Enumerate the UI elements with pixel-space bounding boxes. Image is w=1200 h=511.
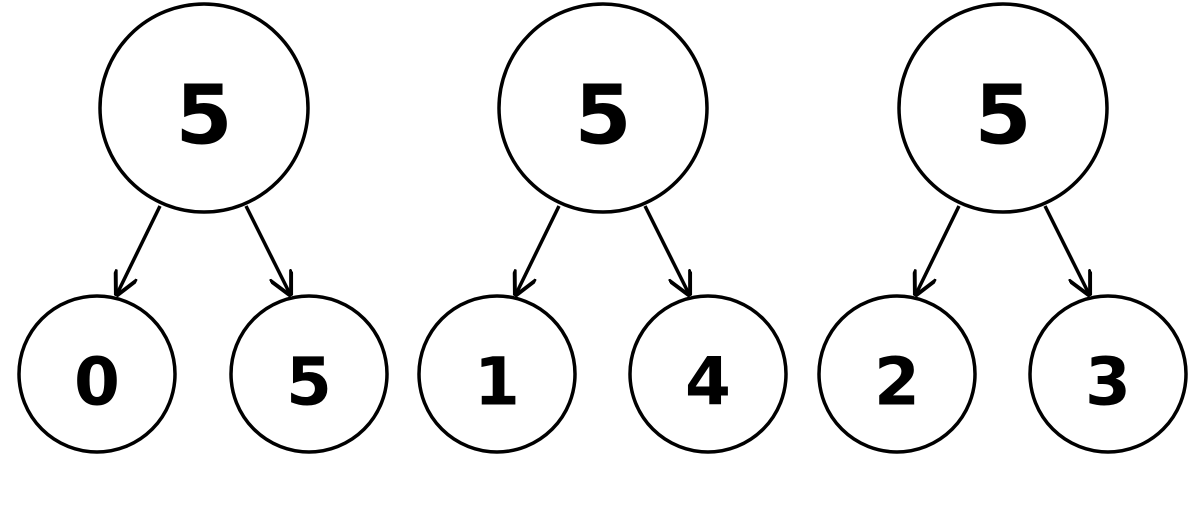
bond-3-part-right-label: 3 (1085, 344, 1131, 421)
bond-1-whole-label: 5 (175, 69, 232, 164)
bond-1-arrow-left (117, 205, 162, 294)
bond-2-arrow-left (516, 205, 561, 294)
bond-2-arrow-right (643, 205, 689, 294)
bond-2-part-left-node: 1 (417, 294, 577, 454)
bond-3-part-right-node: 3 (1028, 294, 1188, 454)
bond-2-whole-node: 5 (497, 2, 709, 214)
bond-1-whole-node: 5 (98, 2, 310, 214)
bond-3-whole-label: 5 (974, 69, 1031, 164)
bond-2-part-right-label: 4 (685, 344, 731, 421)
bond-1-part-right-node: 5 (229, 294, 389, 454)
number-bond-2: 5 1 4 (417, 2, 788, 454)
bond-3-part-left-node: 2 (817, 294, 977, 454)
bond-1-arrow-right (244, 205, 290, 294)
bond-1-part-left-node: 0 (17, 294, 177, 454)
bond-3-part-left-label: 2 (874, 344, 920, 421)
number-bond-1: 5 0 5 (17, 2, 389, 454)
bond-1-part-right-label: 5 (286, 344, 332, 421)
bond-1-part-left-label: 0 (74, 344, 120, 421)
bond-3-arrow-left (916, 205, 961, 294)
bond-2-part-left-label: 1 (474, 344, 520, 421)
bond-2-part-right-node: 4 (628, 294, 788, 454)
bond-3-arrow-right (1043, 205, 1089, 294)
number-bond-3: 5 2 3 (817, 2, 1188, 454)
bond-2-whole-label: 5 (574, 69, 631, 164)
bond-3-whole-node: 5 (897, 2, 1109, 214)
